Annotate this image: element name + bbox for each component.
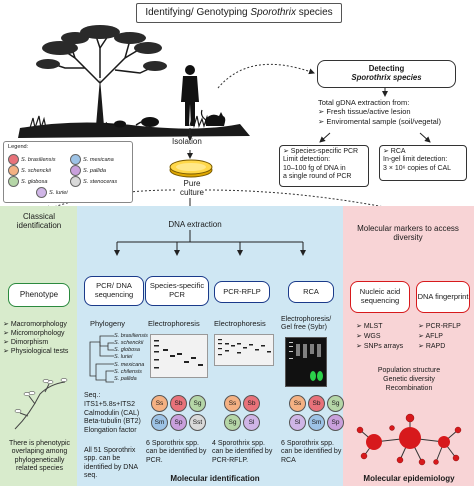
dna-extraction-title: DNA extraction (168, 220, 222, 229)
fingerprint-list: ➢ PCR-RFLP ➢ AFLP ➢ RAPD (418, 323, 461, 350)
col2-footer: 6 Sporothrix spp. can be identified by P… (146, 440, 207, 464)
species-dot-icon (70, 165, 81, 176)
pcr-rflp-box: PCR-RFLP (214, 281, 270, 303)
species-dot-icon (36, 187, 47, 198)
nucleic-acid-box: Nucleic acid sequencing (350, 281, 410, 313)
legend-item-globosa: S. globosa (8, 176, 47, 187)
network-diagram (356, 413, 462, 466)
molecular-connectors (114, 230, 306, 256)
species-dot-icon (70, 154, 81, 165)
species-circle-sm: Sm (151, 414, 168, 431)
species-circle-sg: Sg (327, 395, 344, 412)
legend-item-mexicana: S. mexicana (70, 154, 114, 165)
phenotype-item: ➢ Macromorphology (3, 321, 67, 328)
rca-gel-image (285, 337, 327, 387)
connector-arrows-top (44, 63, 431, 206)
classical-title: Classical identification (16, 212, 62, 231)
species-circle-sb: Sb (308, 395, 325, 412)
pure-culture-label: Pure culture (179, 179, 204, 197)
species-circle-sst: Sst (189, 414, 206, 431)
phenotype-item: ➢ Physiological tests (3, 348, 69, 356)
col4-method: Electrophoresis/ Gel free (Sybr) (281, 316, 332, 332)
col2-method: Electrophoresis (148, 319, 200, 328)
species-circle-sp: Sp (327, 414, 344, 431)
species-circle-sg: Sg (224, 414, 241, 431)
legend-label: Legend: (8, 144, 29, 150)
fungus-hyphae-illustration (14, 378, 68, 430)
species-circle-sp: Sp (170, 414, 187, 431)
species-circle-sb: Sb (170, 395, 187, 412)
species-circle-ss: Ss (289, 395, 306, 412)
isolation-label: Isolation (172, 137, 202, 146)
species-circle-sg: Sg (189, 395, 206, 412)
molecular-epidemiology-label: Molecular epidemiology (363, 474, 455, 483)
species-dot-icon (8, 165, 19, 176)
classical-panel-bg (0, 206, 77, 486)
species-circle-sb: Sb (243, 395, 260, 412)
col4-footer: 6 Sporothrix spp. can be identified by R… (281, 440, 342, 464)
legend-item-schenckii: S. schenckii (8, 165, 51, 176)
legend-item-pallida: S. pallida (70, 165, 106, 176)
col3-footer: 4 Sporothrix spp. can be identified by P… (212, 440, 273, 464)
nucleic-list: ➢ MLST ➢ WGS ➢ SNPs arrays (356, 323, 404, 350)
pcr-gel-image (150, 334, 208, 378)
species-specific-pcr-box: Species-specific PCR (145, 276, 209, 306)
col1-footer: All 51 Sporothrix spp. can be identified… (84, 447, 138, 479)
rflp-gel-image (214, 334, 274, 366)
phenotype-item: ➢ Dimorphism (3, 339, 49, 347)
col3-method: Electrophoresis (214, 319, 266, 328)
species-dot-icon (70, 176, 81, 187)
phylogeny-label: Phylogeny (90, 319, 126, 328)
rca-box: RCA (288, 281, 334, 303)
species-circle-sm: Sm (308, 414, 325, 431)
extraction-item-tissue: ➢ Fresh tissue/active lesion (318, 107, 411, 117)
extraction-block: Total gDNA extraction from: ➢ Fresh tiss… (318, 98, 441, 126)
species-dot-icon (8, 176, 19, 187)
classical-footer: There is phenotypic overlaping among phy… (8, 440, 71, 472)
phenotype-item: ➢ Micromorphology (3, 330, 65, 338)
extraction-heading: Total gDNA extraction from: (318, 98, 410, 107)
outcomes-list: Population structure Genetic diversity R… (377, 367, 441, 393)
species-circle-sl: Sl (289, 414, 306, 431)
legend-item-brasiliensis: S. brasiliensis (8, 154, 56, 165)
extraction-item-environment: ➢ Enviromental sample (soil/vegetal) (318, 116, 442, 126)
page-title: Identifying/ Genotyping Sporothrix speci… (136, 3, 342, 23)
species-legend: Legend: S. brasiliensis S. schenckii S. … (3, 141, 133, 203)
pcr-sequencing-box: PCR/ DNA sequencing (84, 276, 144, 306)
phenotype-list: ➢ Macromorphology ➢ Micromorphology ➢ Di… (3, 320, 68, 356)
dna-fingerprint-box: DNA fingerprint (416, 281, 470, 313)
species-dot-icon (8, 154, 19, 165)
legend-item-luriei: S. luriei (36, 187, 68, 198)
landscape-illustration (18, 25, 250, 138)
petri-dish-icon (169, 159, 213, 178)
epidemiology-title: Molecular markers to access diversity (357, 224, 459, 243)
phenotype-box: Phenotype (8, 283, 70, 307)
species-circle-ss: Ss (151, 395, 168, 412)
species-circle-sl: Sl (243, 414, 260, 431)
species-circle-ss: Ss (224, 395, 241, 412)
phylogeny-tree (89, 335, 114, 383)
molecular-identification-label: Molecular identification (170, 474, 260, 483)
legend-item-stenoceras: S. stenoceras (70, 176, 117, 187)
